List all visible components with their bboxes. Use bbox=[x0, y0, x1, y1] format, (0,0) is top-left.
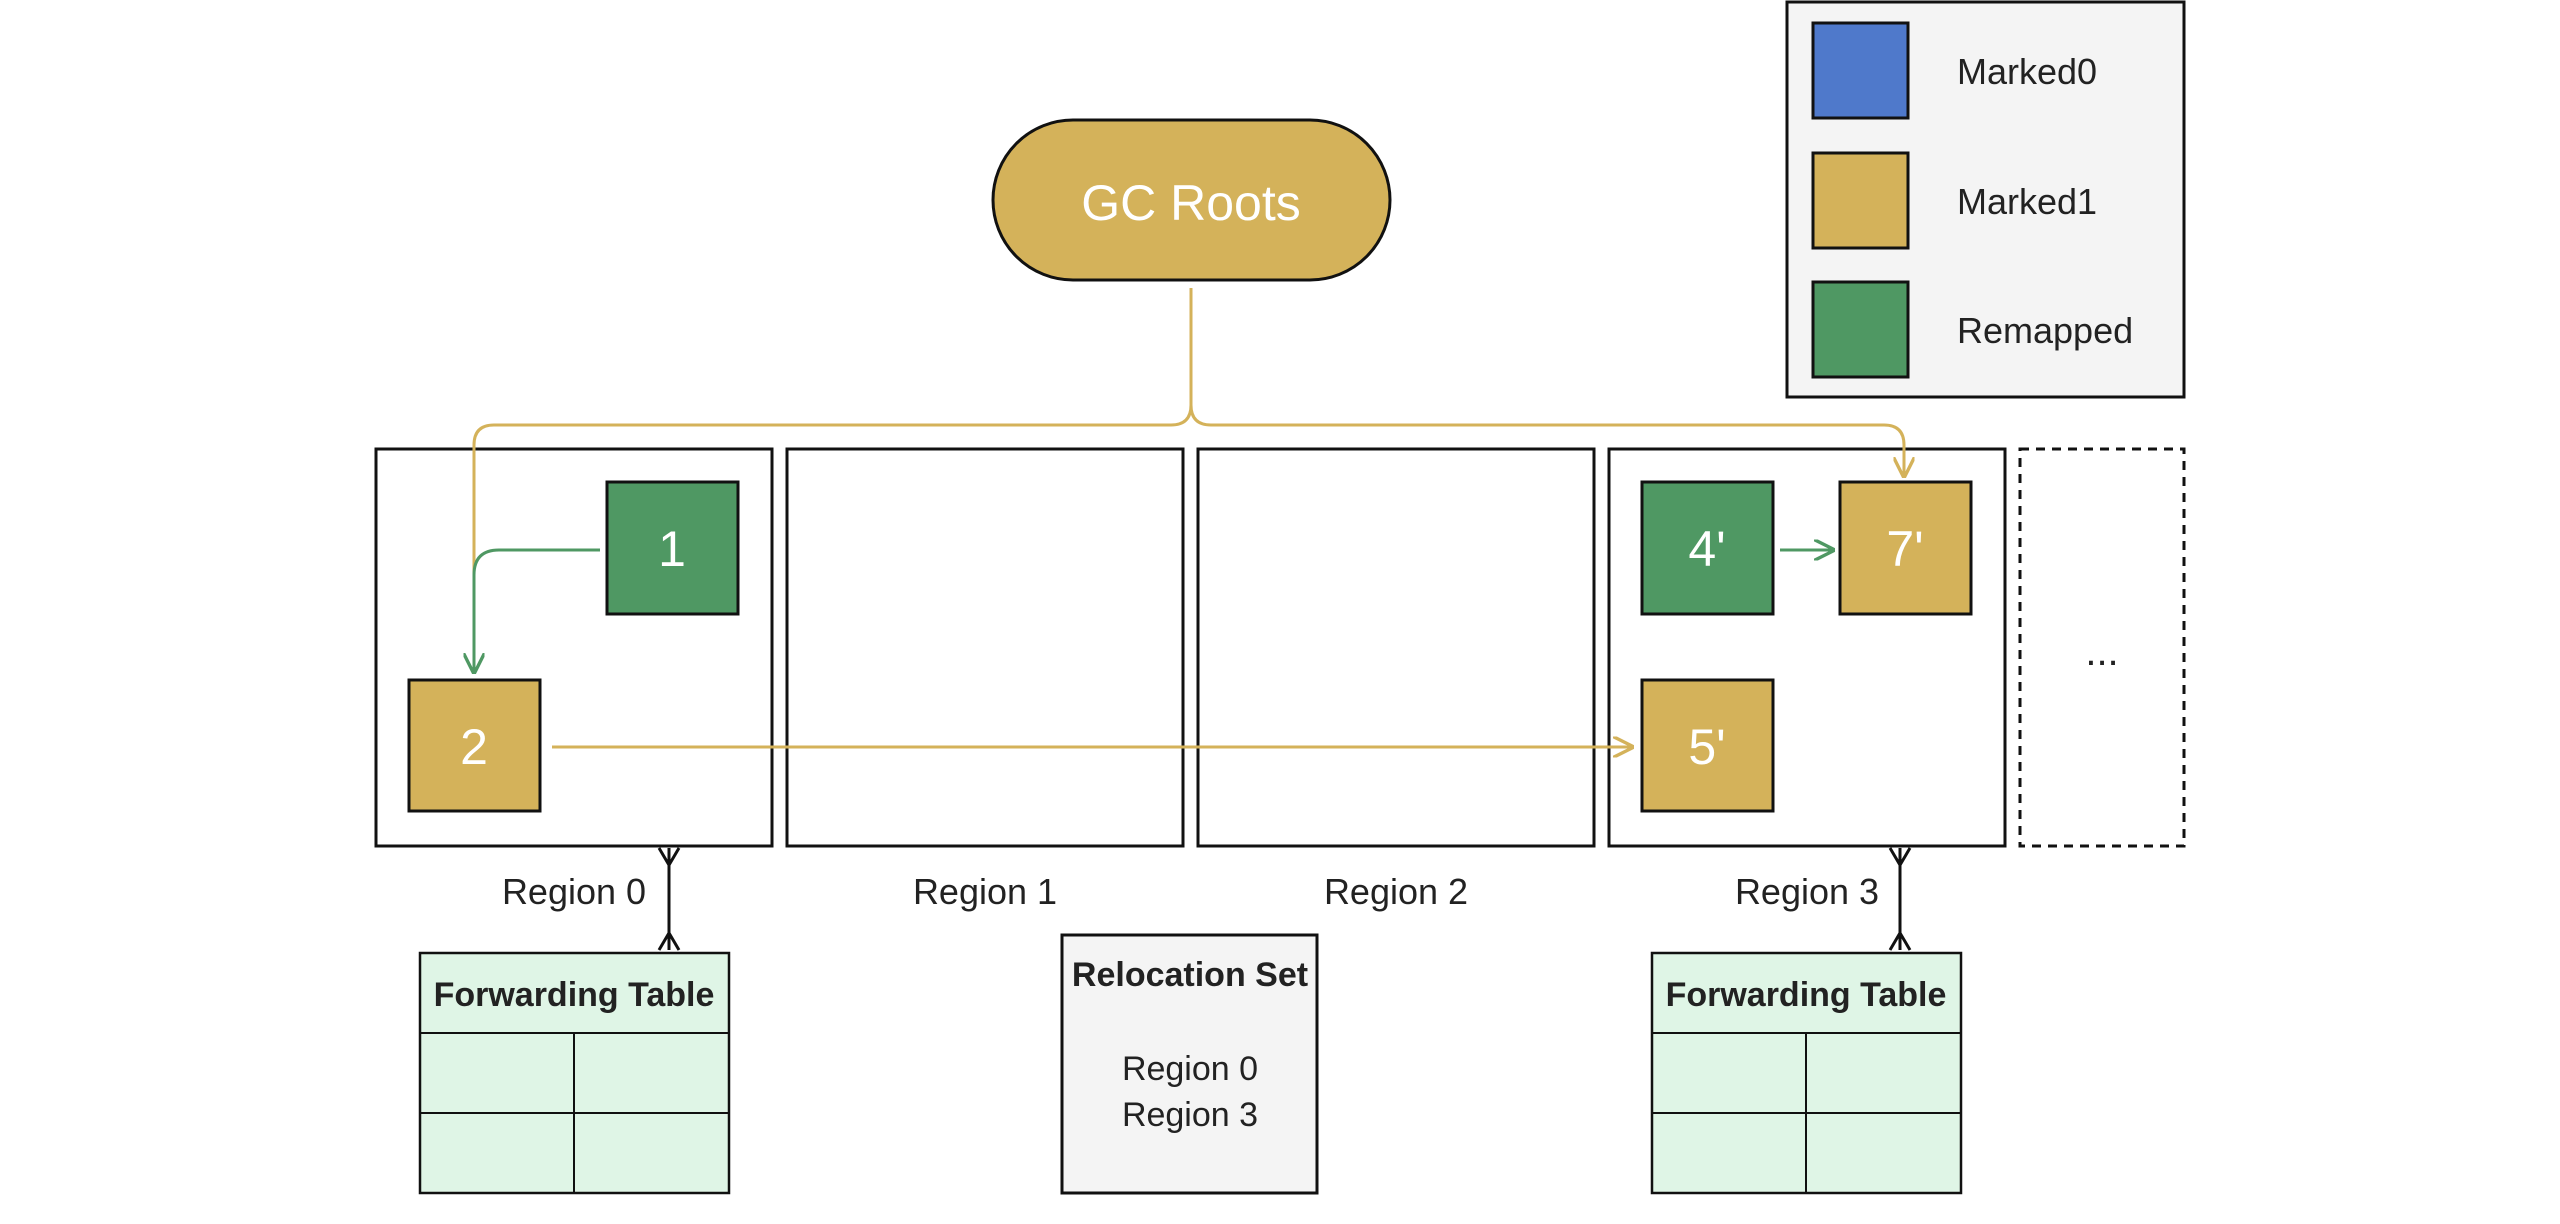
legend-swatch-marked1 bbox=[1811, 151, 1910, 250]
region-0-link-crowfoot-bottom bbox=[657, 930, 681, 951]
region-2-box bbox=[1196, 447, 1596, 848]
relocation-set: Relocation Set Region 0 Region 3 bbox=[1060, 933, 1319, 1195]
regions: ... Region 0 Region 1 Region 2 Region 3 bbox=[374, 447, 2186, 912]
forwarding-links bbox=[657, 847, 1912, 951]
forwarding-table-3-title: Forwarding Table bbox=[1666, 976, 1947, 1014]
object-2-label: 2 bbox=[460, 719, 488, 775]
forwarding-table-region-0: Forwarding Table bbox=[418, 951, 731, 1195]
object-7p-label: 7' bbox=[1886, 521, 1923, 577]
legend: Marked0 Marked1 Remapped bbox=[1785, 0, 2186, 399]
object-5p-box bbox=[1640, 678, 1775, 813]
object-5p-label: 5' bbox=[1688, 719, 1725, 775]
object-2-box bbox=[407, 678, 542, 813]
legend-label-marked0: Marked0 bbox=[1957, 51, 2097, 92]
object-4p-box bbox=[1640, 480, 1775, 616]
legend-label-remapped: Remapped bbox=[1957, 310, 2133, 351]
object-1-label: 1 bbox=[658, 521, 686, 577]
legend-swatch-remapped bbox=[1811, 280, 1910, 379]
region-3-link-crowfoot-bottom bbox=[1888, 930, 1912, 951]
root-to-object-7p-arrow bbox=[1189, 404, 1904, 476]
region-0-link-crowfoot-top bbox=[657, 847, 681, 868]
more-regions-ellipsis: ... bbox=[2085, 630, 2118, 674]
relocation-set-panel bbox=[1060, 933, 1319, 1195]
object-7p-box bbox=[1838, 480, 1973, 616]
relocation-set-item-region-3: Region 3 bbox=[1122, 1096, 1258, 1134]
region-3-link-crowfoot-top bbox=[1888, 847, 1912, 868]
region-3-label: Region 3 bbox=[1735, 871, 1879, 912]
gc-roots-pill bbox=[991, 118, 1392, 282]
object-4p-label: 4' bbox=[1688, 521, 1725, 577]
forwarding-table-region-3: Forwarding Table bbox=[1650, 951, 1963, 1195]
references bbox=[474, 288, 1904, 747]
gc-roots: GC Roots bbox=[991, 118, 1392, 282]
legend-label-marked1: Marked1 bbox=[1957, 181, 2097, 222]
region-2-label: Region 2 bbox=[1324, 871, 1468, 912]
gc-roots-label: GC Roots bbox=[1081, 175, 1301, 231]
region-1-label: Region 1 bbox=[913, 871, 1057, 912]
objects: 1 2 4' 7' 5' bbox=[407, 480, 1973, 813]
forwarding-table-0-title: Forwarding Table bbox=[434, 976, 715, 1014]
object-1-box bbox=[605, 480, 740, 616]
more-regions-box bbox=[2018, 447, 2186, 848]
root-to-object-2-arrow bbox=[472, 288, 1193, 672]
relocation-set-title: Relocation Set bbox=[1072, 956, 1308, 994]
object-1-to-object-2-arrow bbox=[474, 548, 600, 672]
region-1-box bbox=[785, 447, 1185, 848]
relocation-set-item-region-0: Region 0 bbox=[1122, 1050, 1258, 1088]
region-0-label: Region 0 bbox=[502, 871, 646, 912]
legend-swatch-marked0 bbox=[1811, 21, 1910, 120]
